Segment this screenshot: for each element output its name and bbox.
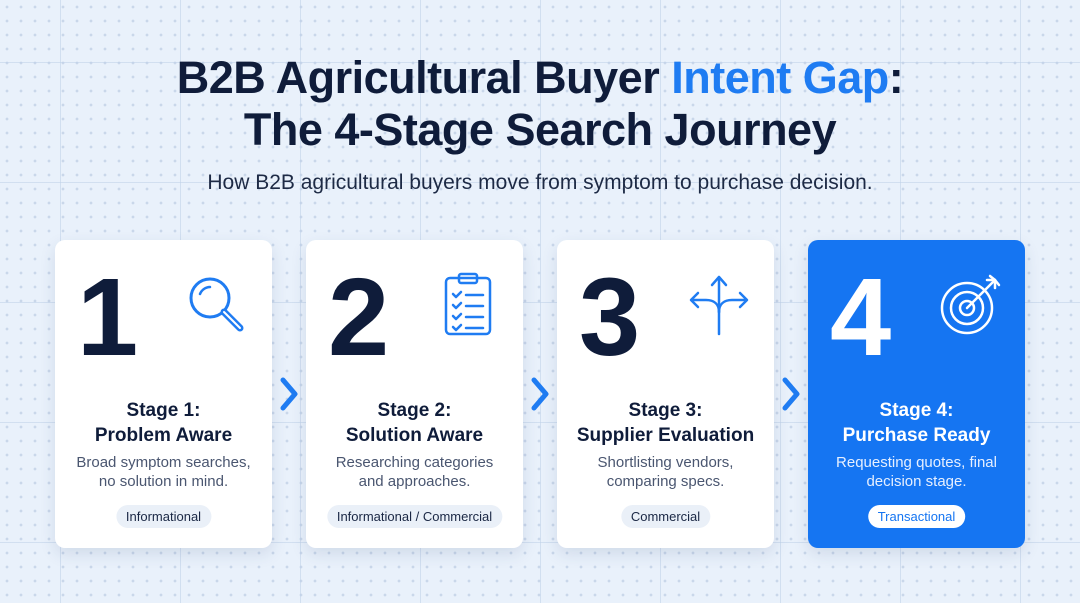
stage-card-3: 3 Stage 3: Supplier Evaluation Shortlist… <box>557 240 774 548</box>
stage-card-2: 2 Stage 2: Solution Aware Researching ca… <box>306 240 523 548</box>
target-arrow-icon <box>940 274 1001 335</box>
magnifying-glass-icon <box>189 277 244 332</box>
intent-badge: Informational <box>115 505 212 528</box>
header: B2B Agricultural Buyer Intent Gap: The 4… <box>0 52 1080 195</box>
title-accent: Intent Gap <box>671 52 889 103</box>
stage-title: Stage 2: Solution Aware <box>345 400 484 446</box>
stage-card-1: 1 Stage 1: Problem Aware Broad symptom s… <box>55 240 272 548</box>
branching-arrows-icon <box>689 275 749 336</box>
intent-badge: Informational / Commercial <box>326 505 503 528</box>
stage-title: Stage 3: Supplier Evaluation <box>576 400 755 446</box>
stage-description: Broad symptom searches, no solution in m… <box>76 454 251 490</box>
stage-number: 1 <box>77 256 139 379</box>
page-title: B2B Agricultural Buyer Intent Gap: The 4… <box>176 52 904 155</box>
intent-badge: Transactional <box>867 505 966 528</box>
stage-number: 3 <box>579 256 641 379</box>
stage-card-4: 4 Stage 4: Purchase Ready Requesting quo… <box>808 240 1025 548</box>
chevron-right-icon <box>280 377 298 411</box>
stage-description: Requesting quotes, final decision stage. <box>836 454 997 490</box>
stage-description: Shortlisting vendors, comparing specs. <box>597 454 734 490</box>
chevron-right-icon <box>531 377 549 411</box>
clipboard-checklist-icon <box>444 272 492 336</box>
title-line-2: The 4-Stage Search Journey <box>243 104 837 155</box>
stage-title: Stage 4: Purchase Ready <box>842 400 991 446</box>
intent-badge: Commercial <box>620 505 711 528</box>
stage-number: 4 <box>830 256 892 379</box>
stage-description: Researching categories and approaches. <box>335 454 494 490</box>
stage-number: 2 <box>328 256 390 379</box>
chevron-right-icon <box>782 377 800 411</box>
stage-title: Stage 1: Problem Aware <box>94 400 233 446</box>
page-subtitle: How B2B agricultural buyers move from sy… <box>207 171 873 194</box>
